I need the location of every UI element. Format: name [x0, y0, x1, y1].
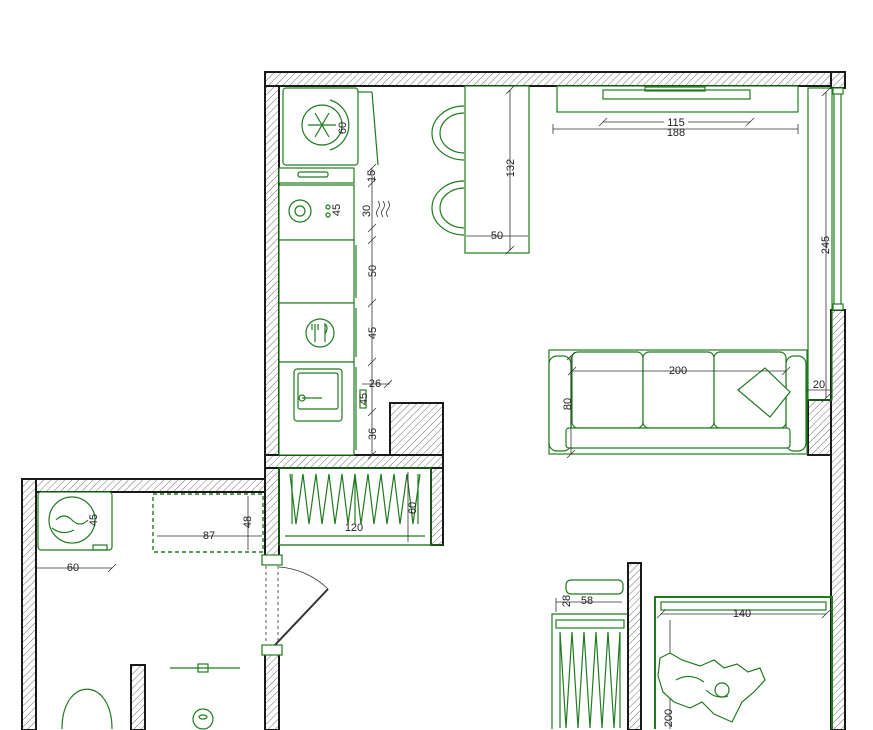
window-dim-245: 245: [820, 236, 832, 254]
bathroom-top-wall: [21, 478, 280, 493]
fork-knife-icon: [305, 318, 335, 348]
bed-dim-140: 140: [733, 608, 751, 620]
person-figure-icon: [657, 652, 766, 723]
bar-counter: [464, 85, 530, 254]
kitchen-dim-26: 26: [369, 378, 381, 390]
washer-dim-45: 45: [88, 514, 100, 526]
kitchen: 60 45: [278, 87, 393, 460]
washing-machine-icon: [48, 496, 96, 544]
kitchen-pillar: [389, 402, 444, 456]
bedroom-partition: [627, 562, 642, 730]
bar-dim-132: 132: [505, 159, 517, 177]
washbasin: [192, 708, 214, 730]
tv-dim-115: 115: [667, 117, 685, 129]
curtain-box: [807, 87, 833, 401]
bathroom-right-wall-lower: [264, 651, 280, 730]
sofa-seat-front: [565, 427, 791, 449]
sink-dim-45: 45: [358, 393, 370, 405]
sofa-dim-20: 20: [813, 379, 825, 391]
sofa-pillow: [737, 367, 791, 418]
bathroom-partition: [130, 664, 146, 730]
top-right-corner: [830, 71, 846, 89]
bathroom-door: [261, 554, 329, 656]
washer-width-dim-60: 60: [67, 562, 79, 574]
desk-chair: [565, 579, 624, 595]
bar-stool-1: [431, 105, 465, 161]
hob-strip: [278, 167, 355, 184]
sink-basin: [293, 368, 343, 422]
bar-counter-area: 132 50: [431, 85, 530, 255]
tv: [602, 89, 751, 100]
window: 245: [807, 87, 844, 403]
desk-dim-58: 58: [581, 595, 593, 607]
door-swing-arc: [278, 566, 329, 590]
kitchen-dim-15: 15: [366, 170, 378, 182]
sofa-dim-200: 200: [669, 365, 687, 377]
bed-dim-200: 200: [663, 709, 675, 727]
oven: [278, 184, 355, 241]
fridge-dim-60: 60: [337, 122, 349, 134]
kitchen-left-wall: [264, 85, 280, 469]
right-wall: [830, 309, 846, 730]
sofa-cushion-1: [571, 351, 644, 429]
shower-dim-48: 48: [242, 516, 254, 528]
top-wall: [264, 71, 846, 87]
closet: 120 60: [278, 467, 443, 546]
desk-shelf-hatch: [559, 631, 621, 729]
cabinet: [278, 239, 355, 304]
bar-dim-50: 50: [491, 230, 503, 242]
right-pillar: [807, 399, 832, 456]
desk: [551, 613, 628, 729]
sofa-cushion-2: [642, 351, 715, 429]
toilet: [61, 688, 113, 730]
bathroom: 45 87 48 60: [36, 491, 264, 730]
oven-dim-45: 45: [331, 204, 343, 216]
kitchen-dim-45: 45: [367, 327, 379, 339]
closet-right-wall: [430, 467, 444, 546]
kitchen-bottom-wall: [264, 454, 444, 469]
sofa: 200 80 20: [548, 349, 832, 459]
tv-unit: 188 115: [552, 85, 799, 139]
snowflake-icon: [301, 99, 350, 151]
desk-dim-28: 28: [561, 595, 573, 607]
tv-dim-188: 188: [667, 127, 685, 139]
washing-machine: [37, 491, 113, 551]
bar-stool-2: [431, 180, 465, 236]
closet-dim-120: 120: [345, 522, 363, 534]
bed: [654, 596, 833, 729]
dishwasher: [278, 302, 355, 363]
shower-dim-87: 87: [203, 530, 215, 542]
kitchen-dim-30: 30: [361, 205, 373, 217]
heat-waves-icon: [376, 200, 390, 218]
closet-dim-60: 60: [407, 502, 419, 514]
door-leaf: [274, 588, 329, 646]
kitchen-dim-36: 36: [367, 428, 379, 440]
bedroom: 28 58 140 200: [551, 579, 833, 729]
towel-rail: [170, 663, 240, 673]
kitchen-dim-50: 50: [367, 265, 379, 277]
bed-headboard: [660, 601, 827, 611]
bathroom-right-wall-upper: [264, 467, 280, 559]
bathroom-left-wall: [21, 478, 37, 730]
sofa-dim-80: 80: [562, 398, 574, 410]
